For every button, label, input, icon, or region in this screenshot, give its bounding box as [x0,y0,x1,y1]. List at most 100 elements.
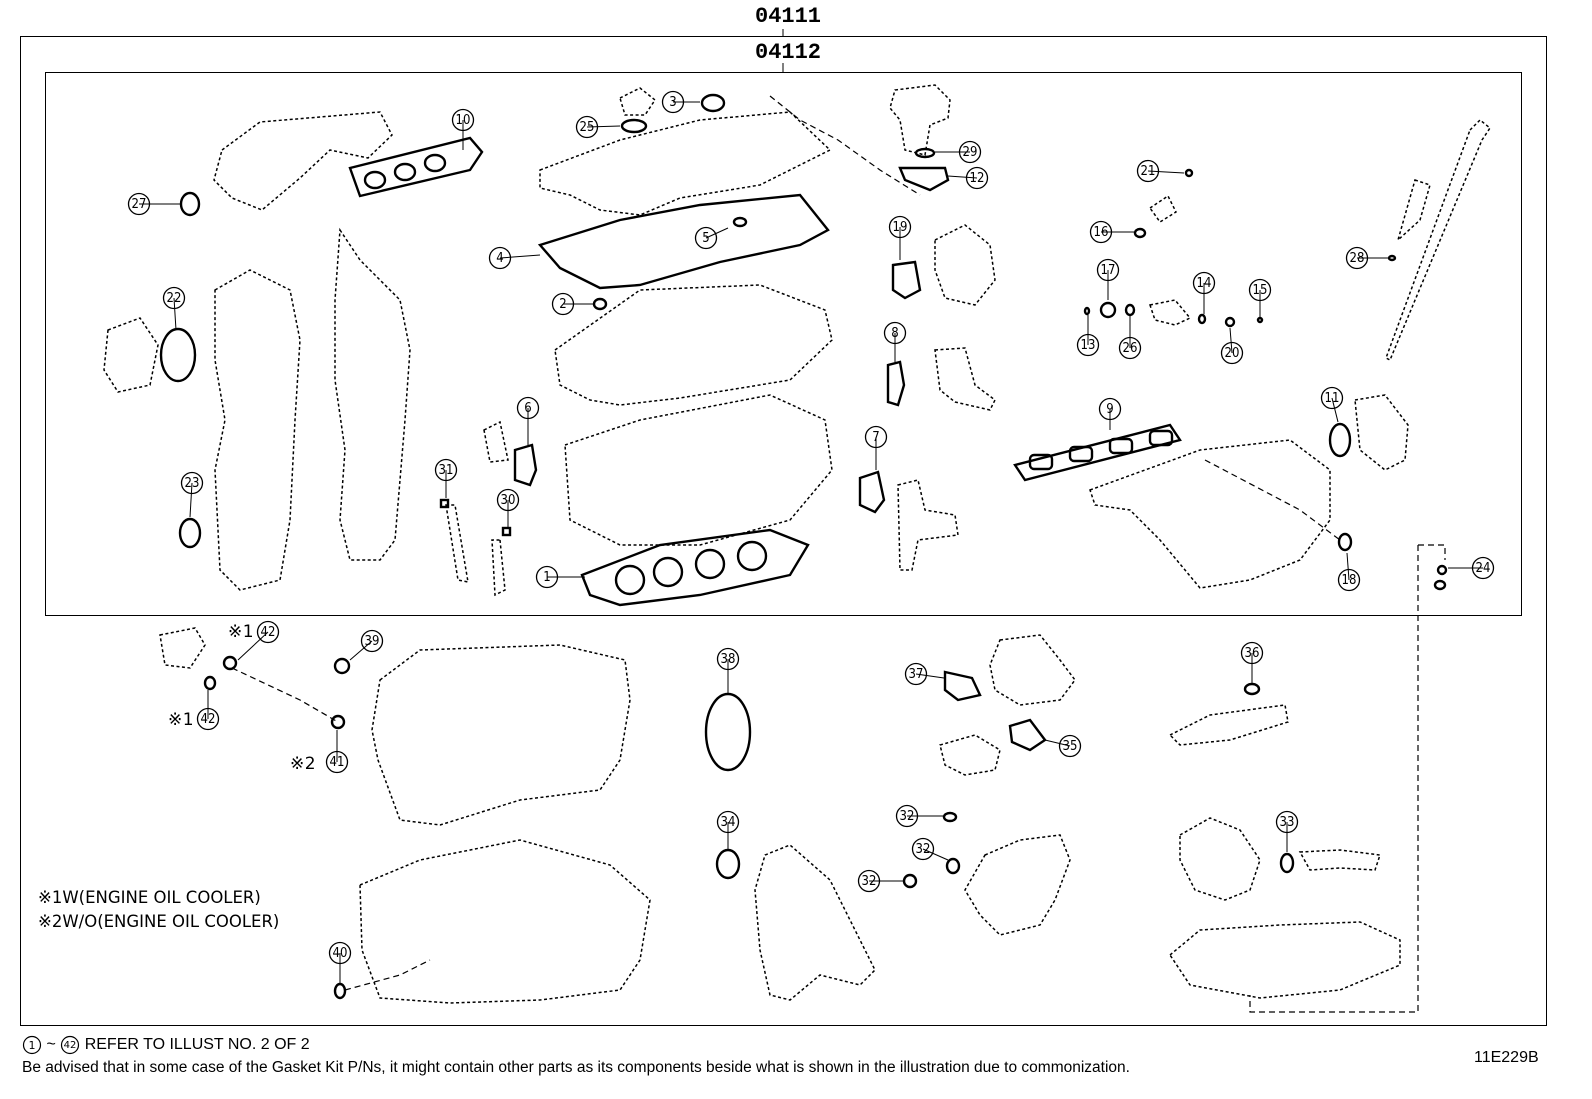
exhaust-manifold [213,111,393,211]
seal-ring [179,191,201,217]
gasket-36 [1243,682,1261,696]
gasket-35 [1008,718,1047,752]
kit-number-outer: 04111 [755,4,822,29]
water-bypass [934,347,996,411]
water-pipe [897,479,959,571]
head-cover-gasket [537,193,830,290]
callout-leader [1331,397,1339,423]
note-mark: ※1 [38,888,63,907]
breather-plug-3 [700,93,726,113]
gasket-37 [943,670,982,702]
washer-17 [1099,301,1117,319]
gasket-42a [222,655,238,671]
seal-2 [592,297,608,311]
egr-cooler [939,734,1001,776]
callout-circle-icon: 1 [22,1035,42,1055]
rear-oil-seal-38 [704,692,752,772]
callout-leader [1346,552,1350,581]
timing-case [754,844,876,1001]
callout-number: 4 [496,251,503,266]
bracket-plate [483,420,509,463]
note-without-oil-cooler: ※2W/O(ENGINE OIL COOLER) [38,912,279,931]
callout-number: 42 [201,712,216,727]
note-text: W(ENGINE OIL COOLER) [62,888,261,907]
callout-number: 12 [970,171,985,186]
water-pump-cover [103,317,159,393]
washer-16 [1133,227,1147,239]
gasket-8 [886,360,906,407]
footer-range-note: 1 ~ 42 REFER TO ILLUST NO. 2 OF 2 [22,1035,310,1055]
callout-41[interactable]: 41 [325,750,349,774]
gauge-guide [1396,179,1431,243]
exhaust-manifold-gasket [348,136,484,198]
gasket-19 [891,260,922,300]
oil-seal-23 [178,517,202,549]
throttle-body [1354,394,1409,471]
callout-leader [189,482,193,518]
gasket-32b [945,857,961,875]
note-with-oil-cooler: ※1W(ENGINE OIL COOLER) [38,888,261,907]
gasket-24b [1433,579,1447,591]
oil-filter-bracket [1179,817,1261,901]
washer-14 [1197,313,1207,325]
intake-manifold [1089,439,1331,589]
callout-leader [922,848,949,861]
gasket-7 [858,470,886,514]
illustration-id: 11E229B [1474,1049,1539,1066]
filler-gasket-25 [620,118,648,134]
range-to: 42 [64,1040,77,1051]
mark-42-upper: ※1 [228,622,255,642]
callout-number: 18 [1342,573,1357,588]
water-inlet-housing [889,84,951,156]
gasket-40 [333,982,347,1000]
gasket-11 [1328,422,1352,458]
inner-kit-frame [45,72,1522,616]
oil-pan [1169,921,1401,999]
cylinder-head [564,394,833,546]
oil-seal-22 [159,327,197,383]
callout-number: 26 [1123,341,1138,356]
timing-cover-plate [334,227,411,561]
oil-pan-upper [359,839,651,1004]
kit-number-inner: 04112 [755,40,822,65]
refer-text: REFER TO ILLUST NO. 2 OF 2 [84,1036,310,1054]
note-text: W/O(ENGINE OIL COOLER) [62,912,280,931]
gasket-32a [942,811,958,823]
water-pipe-lower [1168,704,1289,746]
washer-20 [1224,316,1236,328]
oil-cooler-fitting [159,627,206,669]
cylinder-head-gasket [580,528,810,607]
note-mark: ※2 [38,912,63,931]
mark-41: ※2 [290,754,317,774]
o-ring-29 [914,147,936,159]
callout-number: 35 [1063,739,1078,754]
disclaimer-text: Be advised that in some case of the Gask… [22,1059,1130,1076]
callout-leader [499,254,541,259]
washer-13 [1083,306,1091,316]
washer-21 [1184,168,1194,178]
callout-leader [349,640,373,661]
range-from: 1 [29,1039,36,1052]
callout-leader [705,227,729,239]
cylinder-head-cover [539,111,832,216]
washer-26 [1124,303,1136,317]
gasket-12 [898,166,950,192]
timing-chain-cover [214,269,301,591]
sensor-14 [1149,299,1192,326]
callout-number: 5 [702,231,709,246]
intake-manifold-gasket [1013,423,1182,482]
o-ring-28 [1387,254,1397,262]
mark-42-lower: ※1 [168,710,195,730]
washer-15 [1256,316,1264,324]
gasket-33 [1279,852,1295,874]
oil-level-gauge [1385,118,1492,362]
cylinder-block [371,644,631,826]
gasket-24 [1436,564,1448,576]
callout-circle-icon: 42 [61,1035,80,1055]
gasket-32c [902,873,918,889]
intake-valve [445,504,469,583]
callout-leader [1044,739,1071,747]
oil-pump [964,834,1071,936]
callout-number: 41 [330,755,345,770]
callout-number: 25 [580,120,595,135]
